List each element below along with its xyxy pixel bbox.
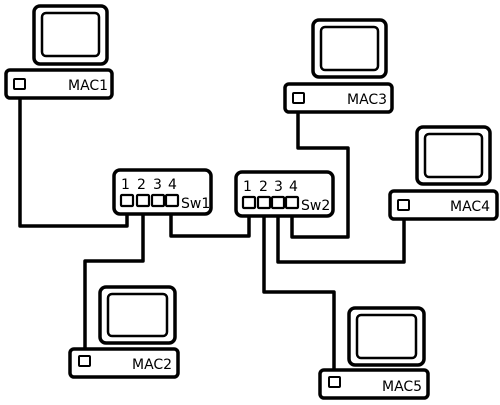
mac1-screen xyxy=(40,11,101,58)
cable-mac3-sw2-port4 xyxy=(290,100,350,239)
mac4-computer: MAC4 xyxy=(388,125,499,221)
sw1-port-2 xyxy=(135,193,151,208)
sw1-port-1 xyxy=(119,193,135,208)
sw2-port-number-1: 1 xyxy=(243,179,252,195)
mac3-computer: MAC3 xyxy=(283,18,394,114)
sw2-port-3 xyxy=(270,195,286,210)
sw2-switch: 1 2 3 4 Sw2 xyxy=(234,170,335,218)
mac2-label: MAC2 xyxy=(132,357,172,373)
mac4-base xyxy=(388,189,499,221)
mac5-computer: MAC5 xyxy=(318,306,430,400)
sw2-port-2 xyxy=(256,195,272,210)
mac5-screen xyxy=(355,313,418,360)
cable-mac2-sw1-port2 xyxy=(83,204,145,360)
sw1-port-3 xyxy=(150,193,166,208)
mac2-screen xyxy=(106,292,169,338)
sw2-port-number-4: 4 xyxy=(289,179,298,195)
sw1-switch: 1 2 3 4 Sw1 xyxy=(112,168,213,216)
sw1-label: Sw1 xyxy=(181,196,210,212)
mac1-computer: MAC1 xyxy=(4,4,114,100)
mac1-label: MAC1 xyxy=(68,78,108,94)
mac5-label: MAC5 xyxy=(382,379,422,395)
mac5-port-icon xyxy=(328,376,341,388)
mac3-label: MAC3 xyxy=(347,92,387,108)
sw2-port-number-3: 3 xyxy=(274,179,283,195)
sw1-port-number-2: 2 xyxy=(137,177,146,193)
mac5-base xyxy=(318,368,430,400)
sw2-label: Sw2 xyxy=(301,198,330,214)
sw1-port-number-1: 1 xyxy=(121,177,130,193)
mac1-base xyxy=(4,68,114,100)
sw1-port-4 xyxy=(164,193,180,208)
mac4-screen xyxy=(423,132,484,179)
mac2-port-icon xyxy=(78,355,91,367)
sw2-port-4 xyxy=(284,195,300,210)
cable-mac5-sw2-port2 xyxy=(262,206,336,382)
cable-sw1-port4-sw2-port1 xyxy=(169,204,251,238)
cables xyxy=(18,86,406,382)
sw1-port-number-4: 4 xyxy=(168,177,177,193)
mac4-label: MAC4 xyxy=(450,199,490,215)
mac3-screen xyxy=(319,25,380,72)
cable-mac4-sw2-port3 xyxy=(276,206,406,264)
mac3-base xyxy=(283,82,394,114)
sw1-port-number-3: 3 xyxy=(153,177,162,193)
sw2-port-1 xyxy=(241,195,257,210)
mac2-computer: MAC2 xyxy=(68,285,180,379)
mac4-port-icon xyxy=(397,199,410,211)
sw2-port-number-2: 2 xyxy=(259,179,268,195)
mac1-port-icon xyxy=(13,78,26,90)
mac3-port-icon xyxy=(292,92,305,104)
cable-mac1-sw1-port1 xyxy=(18,86,129,228)
mac2-base xyxy=(68,347,180,379)
